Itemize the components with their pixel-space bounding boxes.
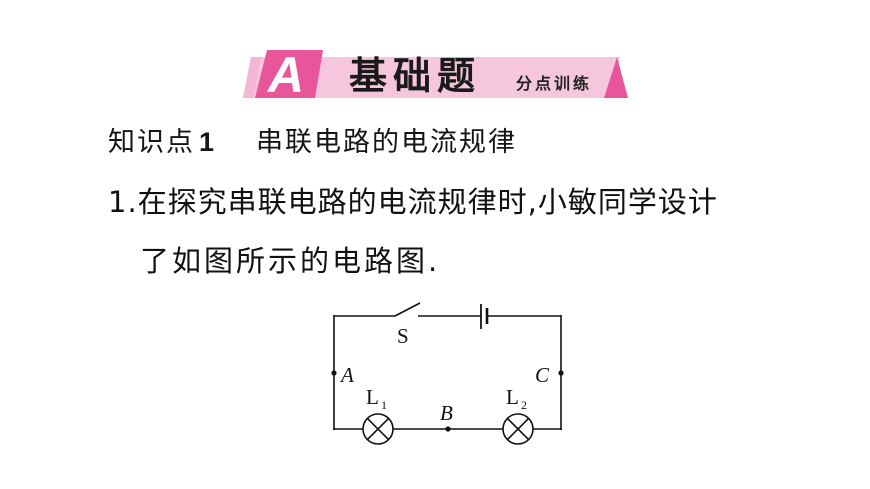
lamp-l2-subscript: 2 <box>521 398 527 412</box>
lamp-l2-label: L <box>506 385 519 409</box>
switch-icon <box>394 302 421 317</box>
knowledge-point-number: 1 <box>199 127 217 157</box>
banner-title: 基础题 <box>349 54 482 98</box>
battery-icon <box>480 304 489 329</box>
banner-background <box>243 50 628 98</box>
lamp-l2-icon <box>502 413 534 445</box>
question-number: 1. <box>108 185 138 219</box>
banner-letter-box <box>255 50 323 98</box>
switch-label: S <box>397 324 409 348</box>
banner-subtitle: 分点训练 <box>516 74 593 93</box>
point-b-label: B <box>440 401 453 425</box>
banner-strip <box>243 57 620 98</box>
section-banner: A 基础题 分点训练 <box>0 0 870 110</box>
point-c-label: C <box>535 363 550 387</box>
question-line-1: 1.在探究串联电路的电流规律时,小敏同学设计 <box>108 183 718 221</box>
knowledge-point-label: 知识点 <box>108 127 195 158</box>
lamp-l1-icon <box>362 413 394 445</box>
point-b-dot-icon <box>445 426 451 432</box>
question-text-1: 在探究串联电路的电流规律时,小敏同学设计 <box>137 185 718 219</box>
point-a-dot-icon <box>331 370 337 376</box>
lamp-l1-subscript: 1 <box>381 398 387 412</box>
banner-letter: A <box>268 47 305 103</box>
knowledge-point-title: 串联电路的电流规律 <box>256 127 518 158</box>
point-a-label: A <box>339 363 354 387</box>
question-line-2: 了如图所示的电路图. <box>140 242 440 280</box>
question-text-2: 了如图所示的电路图. <box>140 244 441 278</box>
banner-end-triangle-icon <box>604 57 628 98</box>
lamp-l1-label: L <box>366 385 379 409</box>
point-c-dot-icon <box>558 370 564 376</box>
